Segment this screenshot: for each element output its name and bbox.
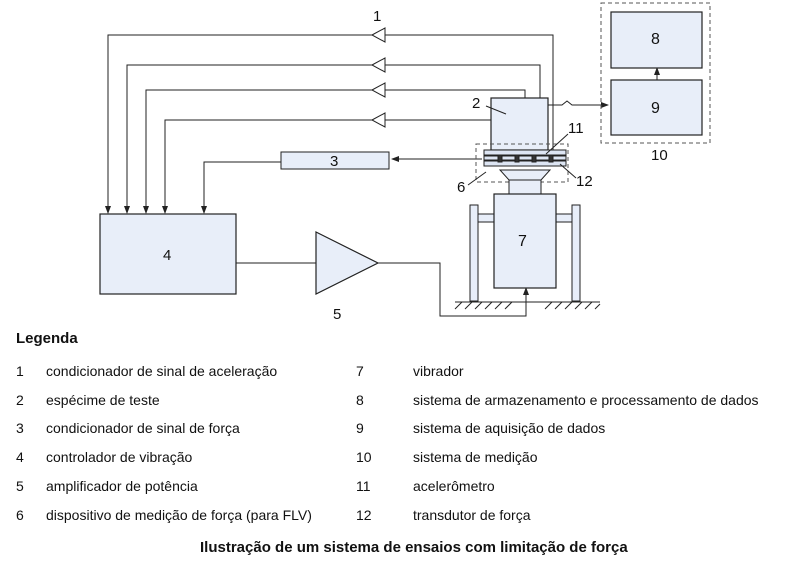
vibrator-body [493, 193, 557, 289]
legend-number: 9 [356, 420, 364, 436]
vibrator-head [498, 169, 552, 181]
legend-description: amplificador de potência [46, 478, 198, 494]
leader-line-12 [559, 163, 577, 179]
conditioner-triangle-4 [370, 112, 386, 128]
legend-description: condicionador de sinal de aceleração [46, 363, 278, 379]
legend-number: 4 [16, 449, 24, 465]
legend-number: 11 [356, 478, 371, 494]
acquisition-box [610, 79, 703, 136]
vibrator-neck [508, 179, 542, 195]
figure-caption: Ilustração de um sistema de ensaios com … [200, 539, 628, 556]
legend-description: condicionador de sinal de força [46, 420, 240, 436]
label-5: 5 [333, 306, 341, 323]
legend-number: 12 [356, 507, 372, 523]
force-signal-line [201, 156, 482, 214]
legend-description: sistema de aquisição de dados [413, 420, 606, 436]
legend-number: 3 [16, 420, 24, 436]
legend-number: 5 [16, 478, 24, 494]
measurement-system-outline [600, 2, 711, 144]
label-10: 10 [651, 147, 668, 164]
legend-description: dispositivo de medição de força (para FL… [46, 507, 312, 523]
leader-line-11 [545, 133, 569, 155]
storage-processing-box [610, 11, 703, 69]
legend-number: 6 [16, 507, 24, 523]
legend-description: vibrador [413, 363, 464, 379]
legend-number: 7 [356, 363, 364, 379]
legend-number: 1 [16, 363, 24, 379]
legend-number: 2 [16, 392, 24, 408]
force-conditioner-box [280, 151, 390, 170]
ground-hatching [454, 301, 601, 310]
legend-number: 10 [356, 449, 372, 465]
conditioner-triangle-2 [370, 57, 386, 73]
test-specimen-box [490, 97, 549, 151]
conditioner-triangle-3 [370, 82, 386, 98]
label-2: 2 [472, 95, 480, 112]
label-12: 12 [576, 173, 593, 190]
acceleration-signal-line-2 [124, 64, 541, 214]
legend-description: espécime de teste [46, 392, 160, 408]
label-4: 4 [163, 247, 171, 264]
legend-number: 8 [356, 392, 364, 408]
vibration-controller-box [99, 213, 237, 295]
test-system-diagram: 1 2 3 4 5 6 7 8 9 10 11 12 [99, 2, 711, 323]
force-measuring-plates [483, 149, 567, 167]
label-1: 1 [373, 8, 381, 25]
label-11: 11 [568, 120, 584, 137]
label-3: 3 [330, 153, 338, 170]
label-8: 8 [651, 31, 660, 48]
legend-description: acelerômetro [413, 478, 495, 494]
label-6: 6 [457, 179, 465, 196]
label-7: 7 [518, 233, 527, 250]
leader-line-2 [485, 105, 507, 115]
power-amplifier-triangle [315, 231, 380, 295]
acceleration-signal-line-1 [105, 34, 554, 214]
legend-description: sistema de medição [413, 449, 538, 465]
drive-signal-line [236, 262, 529, 317]
leader-line-6 [467, 171, 487, 186]
legend-description: sistema de armazenamento e processamento… [413, 392, 759, 408]
legend-description: controlador de vibração [46, 449, 193, 465]
conditioner-triangle-1 [370, 27, 386, 43]
legend-title: Legenda [16, 330, 78, 347]
data-acquisition-line [548, 100, 609, 108]
legend-description: transdutor de força [413, 507, 531, 523]
label-9: 9 [651, 100, 660, 117]
